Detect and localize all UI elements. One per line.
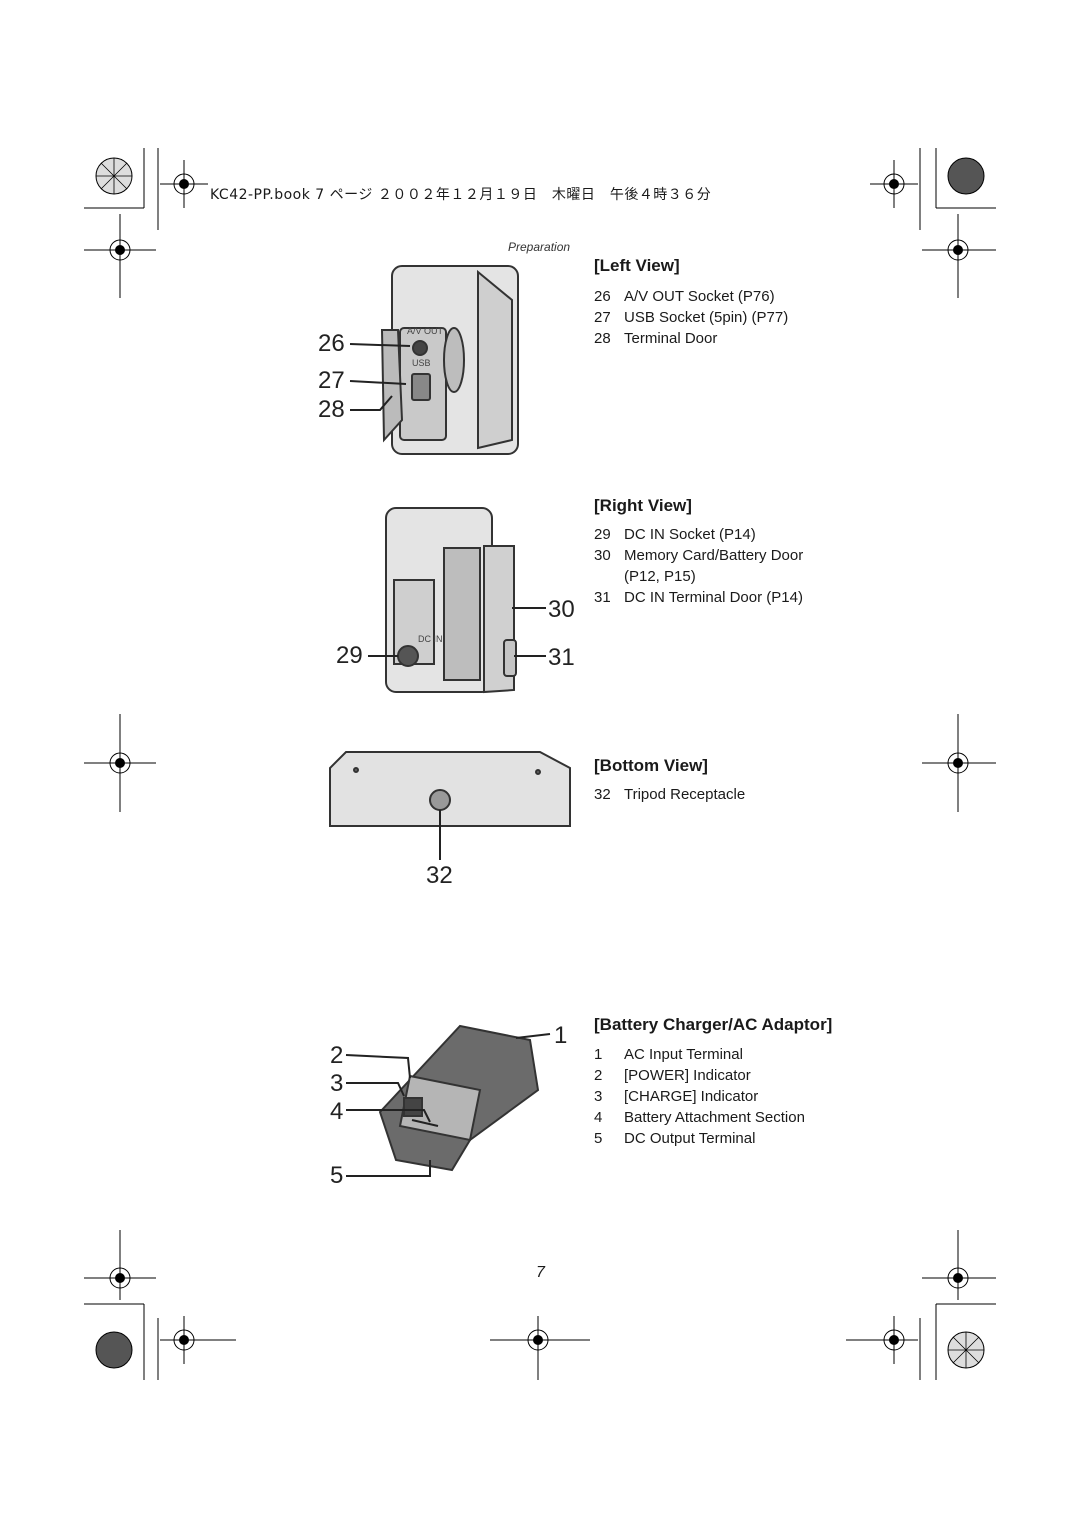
bottom-view-title: [Bottom View] <box>594 756 708 775</box>
charger-title: [Battery Charger/AC Adaptor] <box>594 1015 833 1034</box>
right-view-illustration <box>385 507 517 694</box>
charger-illustration <box>378 1024 540 1172</box>
list-item: 3[CHARGE] Indicator <box>594 1088 759 1105</box>
callout-3: 3 <box>330 1070 344 1097</box>
starburst-mark <box>95 157 985 1369</box>
callout-5: 5 <box>330 1162 344 1189</box>
callout-28: 28 <box>318 396 345 423</box>
callout-1: 1 <box>554 1022 568 1049</box>
list-item: 2[POWER] Indicator <box>594 1067 751 1084</box>
list-item-continuation: (P12, P15) <box>624 568 696 585</box>
callout-32: 32 <box>426 862 453 889</box>
callout-31: 31 <box>548 644 575 671</box>
callout-26: 26 <box>318 330 345 357</box>
left-view-illustration <box>380 265 519 455</box>
file-info-header: KC42-PP.book 7 ページ ２００２年１２月１９日 木曜日 午後４時３… <box>210 187 712 203</box>
callout-4: 4 <box>330 1098 344 1125</box>
callout-2: 2 <box>330 1042 344 1069</box>
right-view-title: [Right View] <box>594 496 692 515</box>
charger-leader-lines <box>345 1033 551 1177</box>
callout-30: 30 <box>548 596 575 623</box>
bottom-view-illustration <box>329 751 571 827</box>
callout-29: 29 <box>336 642 363 669</box>
dc-in-label: DC IN <box>418 634 443 644</box>
page-number: 7 <box>536 1264 545 1281</box>
usb-label: USB <box>412 358 431 368</box>
left-view-title: [Left View] <box>594 256 680 275</box>
right-view-leader-lines <box>368 607 546 657</box>
running-head: Preparation <box>508 240 571 254</box>
crosshair-mark <box>84 160 996 1380</box>
av-out-label: A/V OUT <box>407 326 444 336</box>
callout-27: 27 <box>318 367 345 394</box>
left-view-leader-lines <box>349 343 411 411</box>
